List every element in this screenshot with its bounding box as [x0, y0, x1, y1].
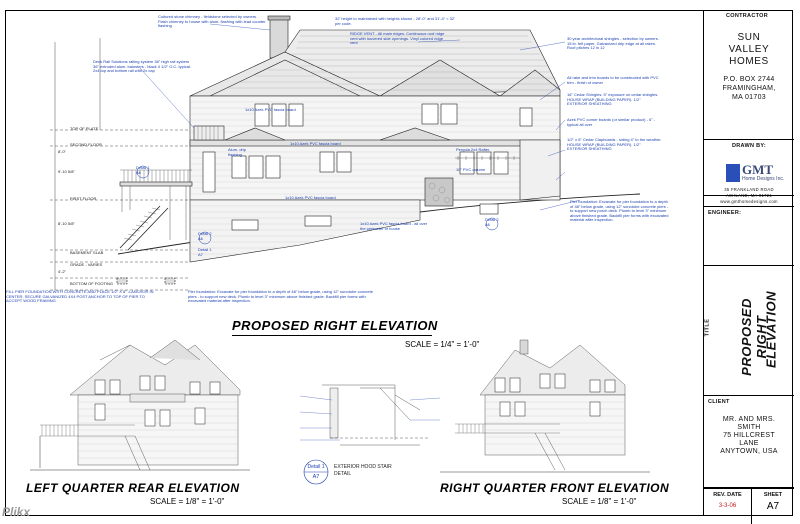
sheet-label: SHEET [763, 492, 783, 498]
note-pier-fill: FILL PIER FOUNDATION WITH CONCRETE AND P… [6, 289, 154, 304]
note-height: 32' height to maintained with heights sh… [335, 16, 455, 26]
drawn-addr-1: 35 FRANKLAND ROAD [724, 187, 774, 192]
main-elevation-title: PROPOSED RIGHT ELEVATION [232, 318, 438, 333]
company-line-1: SUN [737, 32, 761, 43]
note-trim: All rake and trim boards to be construct… [567, 75, 659, 85]
client-line-4: LANE [739, 440, 759, 447]
level-grade-varies: GRADE - VARIES [70, 262, 103, 267]
rev-date-value: 3-3-06 [718, 503, 737, 509]
main-wall [189, 95, 561, 201]
gmt-logo-icon [726, 164, 740, 182]
company-line-2: VALLEY [728, 44, 770, 55]
company-line-3: HOMES [729, 56, 769, 67]
note-pier: Pier foundation: Excavate for pier found… [188, 289, 373, 304]
main-elevation-drawing [30, 15, 650, 485]
client-line-3: 75 HILLCREST [723, 432, 775, 439]
level-top-of-plate: TOP OF PLATE [70, 126, 99, 131]
level-bottom-of-footing: BOTTOM OF FOOTING [70, 281, 114, 286]
note-rail: Deck Rail Solutions railing system 36" h… [93, 59, 191, 74]
watermark: Plikx [2, 505, 31, 519]
detail-marker-1: Detail 1 A6 [136, 165, 150, 175]
dim-4: 4'-2" [58, 269, 66, 274]
rev-date-cell: REV. DATE 3-3-06 [704, 488, 752, 524]
contractor-label: CONTRACTOR [726, 13, 769, 19]
client-line-1: MR. AND MRS. [722, 416, 776, 423]
company-addr-1: P.O. BOX 2744 [723, 76, 775, 83]
detail-marker-2: Detail 2 A6 [198, 231, 212, 241]
note-shingles: 30 year architectural shingles - selecti… [567, 36, 659, 51]
level-second-floor: SECOND FLOOR [70, 142, 103, 147]
client-section: CLIENT MR. AND MRS. SMITH 75 HILLCREST L… [704, 396, 794, 488]
note-fascia-low: 1x10 Azek PVC fascia board [285, 195, 336, 200]
contractor-section: CONTRACTOR SUN VALLEY HOMES P.O. BOX 274… [704, 10, 794, 140]
title-label: TITLE [704, 318, 711, 337]
detail-bubble-number: Detail 1 [307, 464, 325, 470]
client-line-2: SMITH [737, 424, 761, 431]
left-quarter-elevation [30, 339, 250, 471]
gmt-logo-text: GMT [742, 162, 774, 177]
note-azek: Azek PVC corner boards (or similar produ… [567, 117, 656, 127]
note-clapboard: 1/2" x 6" Cedar Clapboards - siding 4" t… [567, 137, 662, 152]
dim-2: 9'-10 5/8" [58, 169, 75, 174]
detail-bubble-sheet: A7 [312, 474, 320, 480]
detail-marker-3: Detail 2 A6 [485, 217, 499, 227]
drawn-by-section: DRAWN BY: [704, 140, 794, 196]
dim-1: 8'-0" [58, 149, 66, 154]
dim-3: 8'-10 5/8" [58, 221, 75, 226]
detail-marker-4: Detail 1 A7 [198, 247, 212, 257]
drawn-addr-3: www.gmthomedesigns.com [720, 199, 778, 204]
title-line-2: ELEVATION [763, 291, 779, 368]
company-addr-3: MA 01703 [732, 94, 766, 101]
detail-caption-2: DETAIL [334, 471, 352, 477]
note-pergola: Pergola 2x4 Rafter [456, 147, 490, 152]
note-cedar: 16" Cedar Shingles. 5" exposure on cedar… [567, 92, 659, 107]
title-underline [232, 335, 432, 336]
level-first-floor: FIRST FLOOR [70, 196, 97, 201]
title-section: TITLE PROPOSED RIGHT ELEVATION [704, 266, 794, 396]
gmt-logo-sub: Home Designs Inc. [742, 176, 785, 182]
note-pier-right: Pier foundation: Excavate for pier found… [570, 199, 669, 223]
company-addr-2: FRAMINGHAM, [722, 85, 776, 92]
detail-caption-1: EXTERIOR HOOD STAIR [334, 464, 392, 470]
rev-date-label: REV. DATE [713, 492, 742, 498]
right-quarter-elevation [440, 339, 650, 473]
main-elevation-scale: SCALE = 1/4" = 1'-0" [405, 340, 480, 349]
client-label: CLIENT [708, 399, 730, 405]
note-chimney: Cultured stone chimney - fieldstone sele… [158, 14, 266, 29]
note-fascia-mid: 1x10 Azek PVC fascia board [290, 141, 341, 146]
sheet-cell: SHEET A7 [752, 488, 794, 524]
drawn-addr-2: ASHLAND, MA 01721 [725, 193, 773, 198]
note-fascia-top: 1x10 Azek PVC fascia board [245, 107, 296, 112]
engineer-label: ENGINEER: [708, 210, 742, 216]
right-view-scale: SCALE = 1/8" = 1'-0" [562, 497, 637, 506]
stair-hood-detail [303, 384, 430, 485]
right-view-title: RIGHT QUARTER FRONT ELEVATION [440, 481, 670, 495]
note-ridge-vent: RIDGE VENT - All main ridges. Continuous… [350, 31, 445, 46]
level-basement-slab: BASEMENT SLAB [70, 250, 104, 255]
client-line-5: ANYTOWN, USA [720, 448, 778, 455]
engineer-section: ENGINEER: [704, 206, 794, 266]
left-view-title: LEFT QUARTER REAR ELEVATION [26, 481, 240, 495]
sheet-value: A7 [766, 501, 780, 512]
note-pvc: 1x10 Azek PVC fascia board - all over th… [360, 221, 428, 231]
sheet-border [5, 10, 793, 516]
note-alum-flash: Alum. drip flashing [228, 147, 247, 157]
drawn-by-label: DRAWN BY: [732, 143, 767, 149]
note-column: 10" PVC column [456, 167, 486, 172]
left-view-scale: SCALE = 1/8" = 1'-0" [150, 497, 225, 506]
title-block: CONTRACTOR SUN VALLEY HOMES P.O. BOX 274… [703, 10, 794, 524]
